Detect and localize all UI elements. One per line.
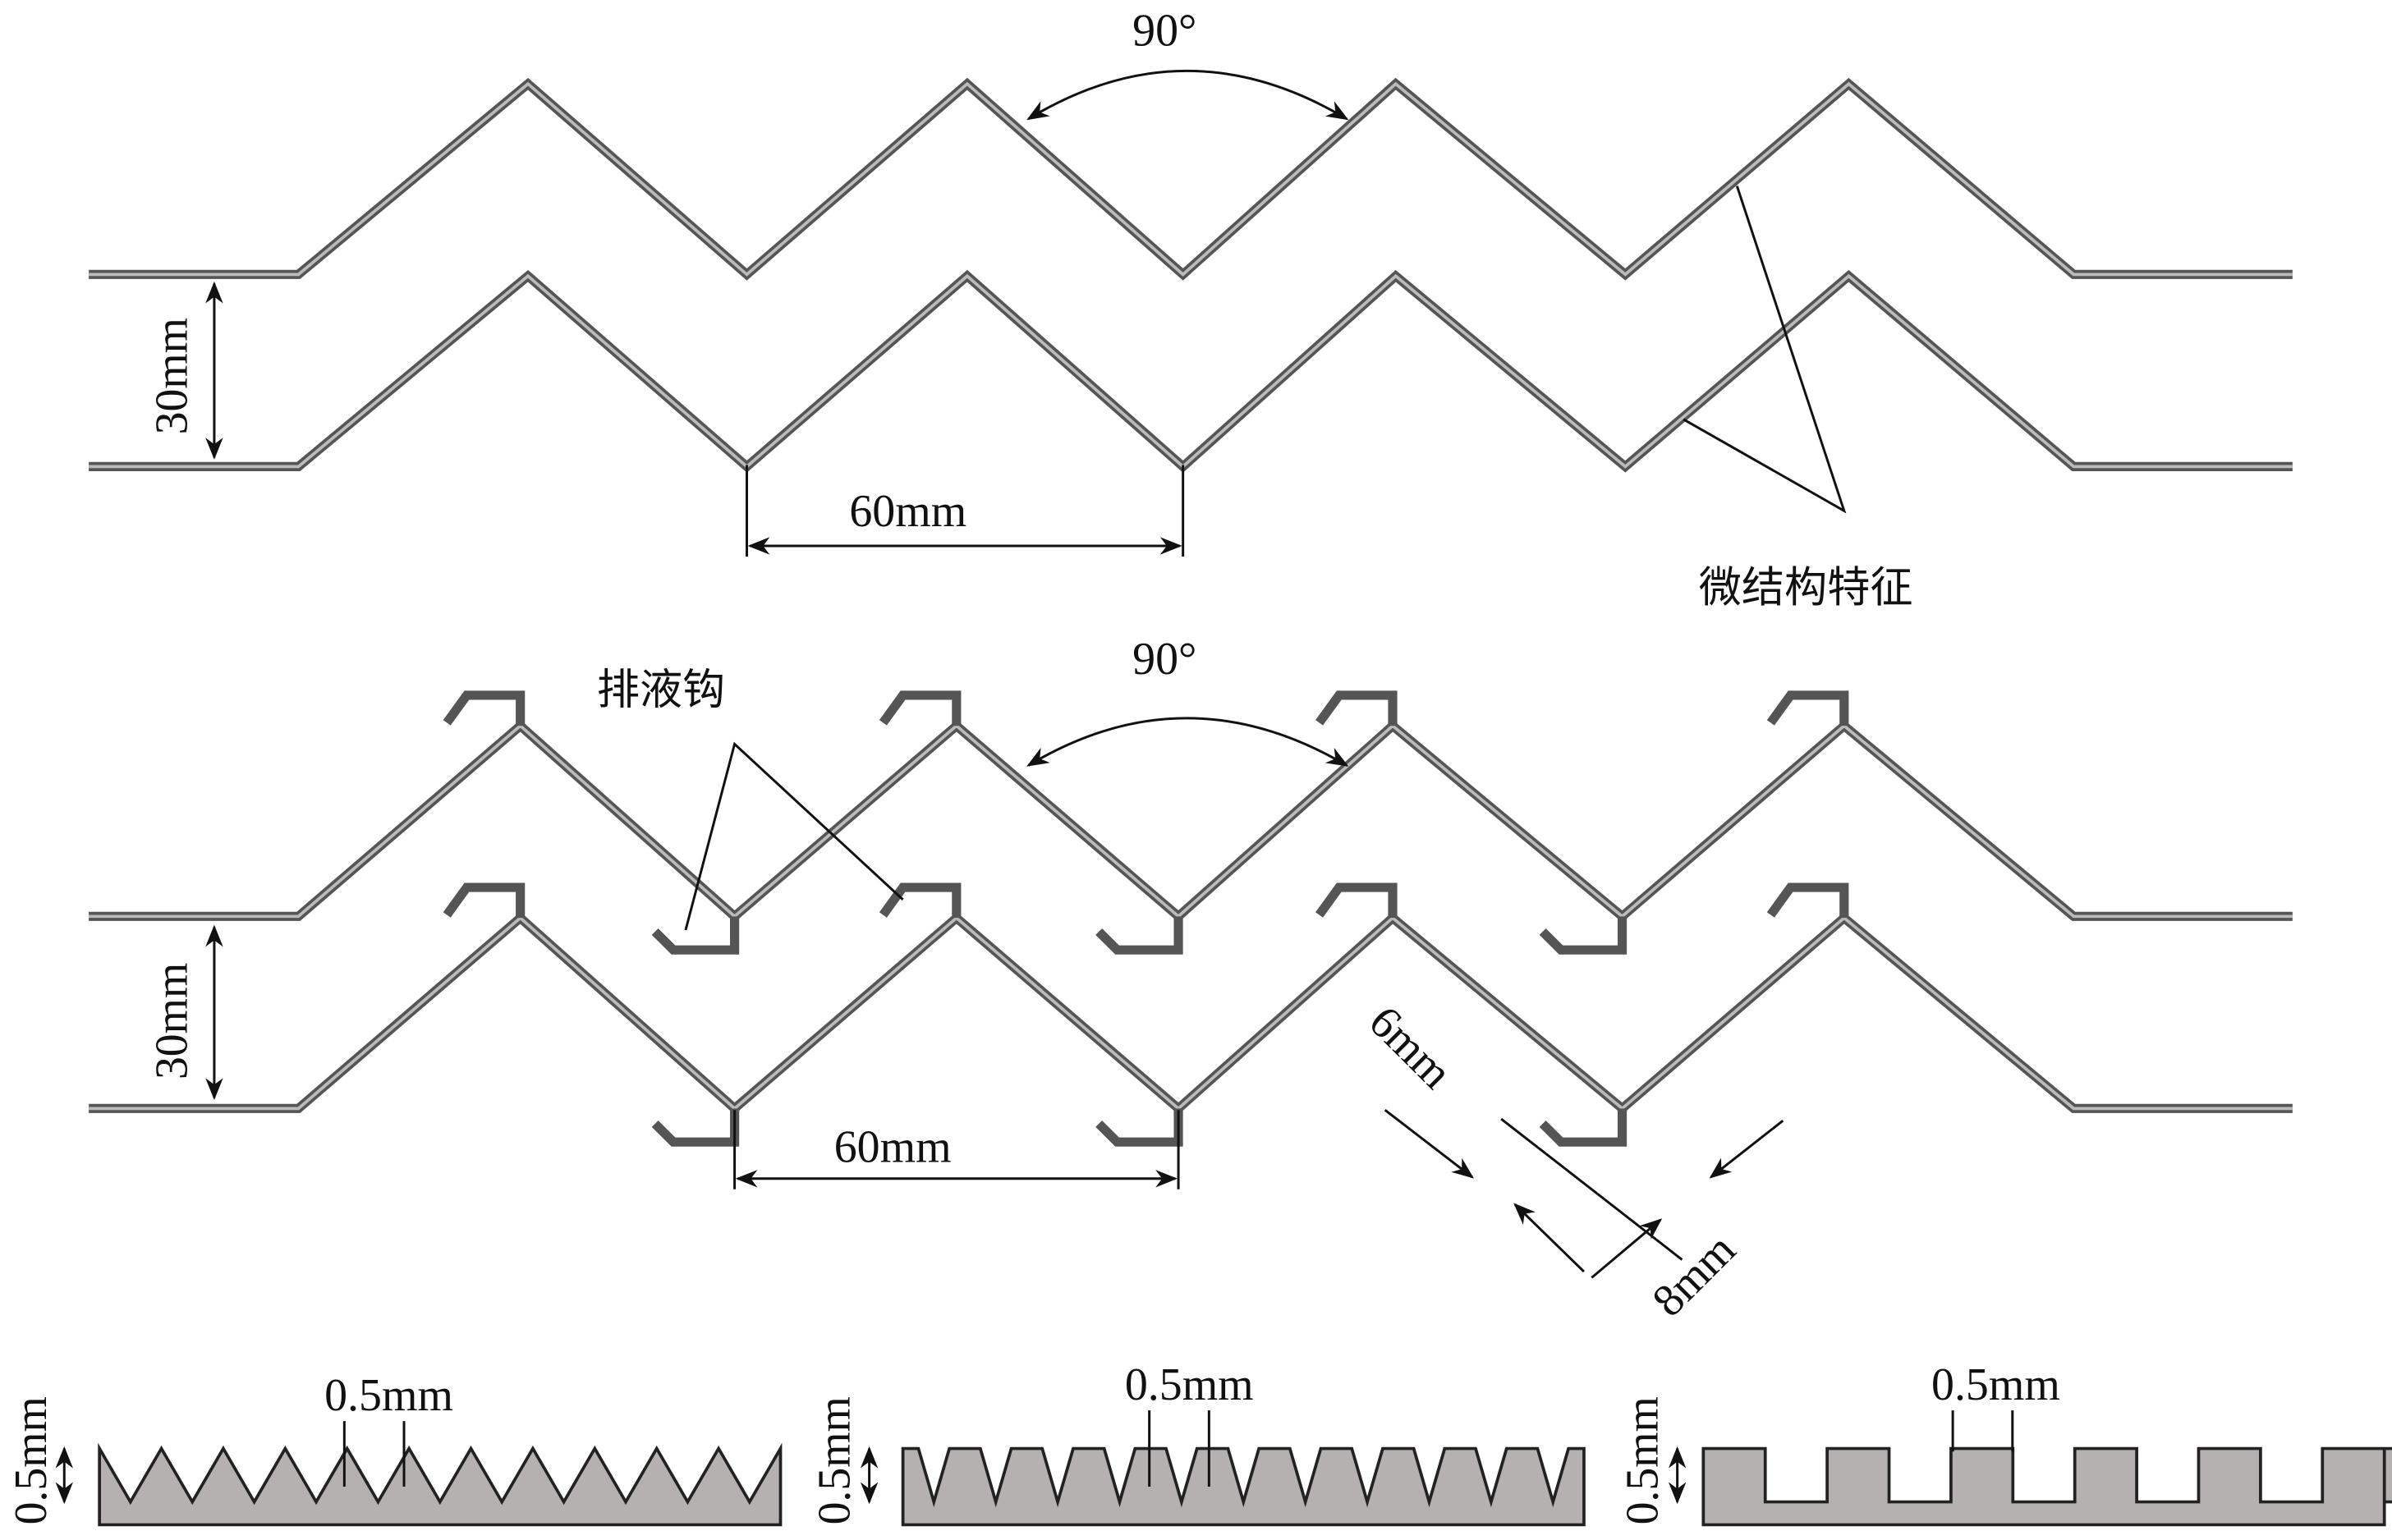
top-angle-label: 90° (1132, 6, 1196, 57)
drainage-hook (651, 916, 740, 955)
arrow (1384, 1109, 1475, 1179)
arrow (1513, 1203, 1585, 1273)
feature-leader (1683, 186, 1847, 514)
profile-height-label: 0.5mm (809, 1396, 860, 1524)
drainage-hook (651, 1108, 740, 1147)
drainage-hook (1766, 882, 1849, 919)
top-pitch-label: 60mm (849, 486, 966, 537)
middle-plates-with-hooks (89, 690, 2293, 1147)
drainage-hook (879, 690, 962, 726)
angle-arc (1026, 70, 1349, 121)
feature-label: 微结构特征 (1699, 564, 1913, 613)
corrugated-plate (89, 719, 2293, 923)
hook-dimensions: 6mm 8mm (1359, 997, 1784, 1327)
top-spacing-label: 30mm (146, 318, 197, 434)
drainage-hook (1315, 690, 1398, 726)
profile-height-label: 0.5mm (6, 1396, 57, 1524)
profile-height-label: 0.5mm (1617, 1396, 1668, 1524)
top-annotations: 90° 30mm 60mm 微结构特征 (146, 6, 1912, 613)
plate-highlight (89, 81, 2293, 277)
triangular-profile-shape (98, 1442, 783, 1527)
drainage-hook (1095, 1108, 1183, 1147)
profile-rectangular: 0.5mm 0.5mm (1617, 1359, 2392, 1527)
drainage-hook (1315, 882, 1398, 919)
hook-length-label: 8mm (1642, 1224, 1745, 1327)
middle-angle-label: 90° (1132, 634, 1196, 685)
drainage-hook (879, 882, 962, 919)
drainage-hook (1095, 916, 1183, 955)
drainage-hook (443, 882, 526, 919)
angle-arc (1026, 717, 1349, 767)
hook-leader (684, 741, 904, 931)
arrow (1709, 1120, 1784, 1179)
top-plates (89, 77, 2293, 473)
middle-pitch-label: 60mm (834, 1121, 952, 1172)
drainage-hook (1766, 690, 1849, 726)
profile-trapezoidal: 0.5mm 0.5mm (809, 1359, 1586, 1527)
drainage-hook (1539, 1108, 1628, 1147)
trapezoidal-profile-shape (901, 1446, 1586, 1527)
hook-label: 排液钩 (597, 666, 725, 715)
profile-pitch-label: 0.5mm (1931, 1359, 2060, 1410)
drainage-hook (1539, 916, 1628, 955)
profile-pitch-label: 0.5mm (1125, 1359, 1254, 1410)
rectangular-profile-shape (1701, 1446, 2392, 1527)
drainage-hook (443, 690, 526, 726)
hook-depth-label: 6mm (1359, 997, 1462, 1099)
corrugated-plate (89, 911, 2293, 1115)
profile-pitch-label: 0.5mm (324, 1370, 453, 1421)
middle-spacing-label: 30mm (146, 963, 197, 1079)
microstructure-profiles: 0.5mm 0.5mm 0.5mm 0.5mm 0.5mm 0.5mm (6, 1359, 2392, 1527)
arrow (1591, 1218, 1663, 1279)
profile-triangular: 0.5mm 0.5mm (6, 1370, 783, 1527)
